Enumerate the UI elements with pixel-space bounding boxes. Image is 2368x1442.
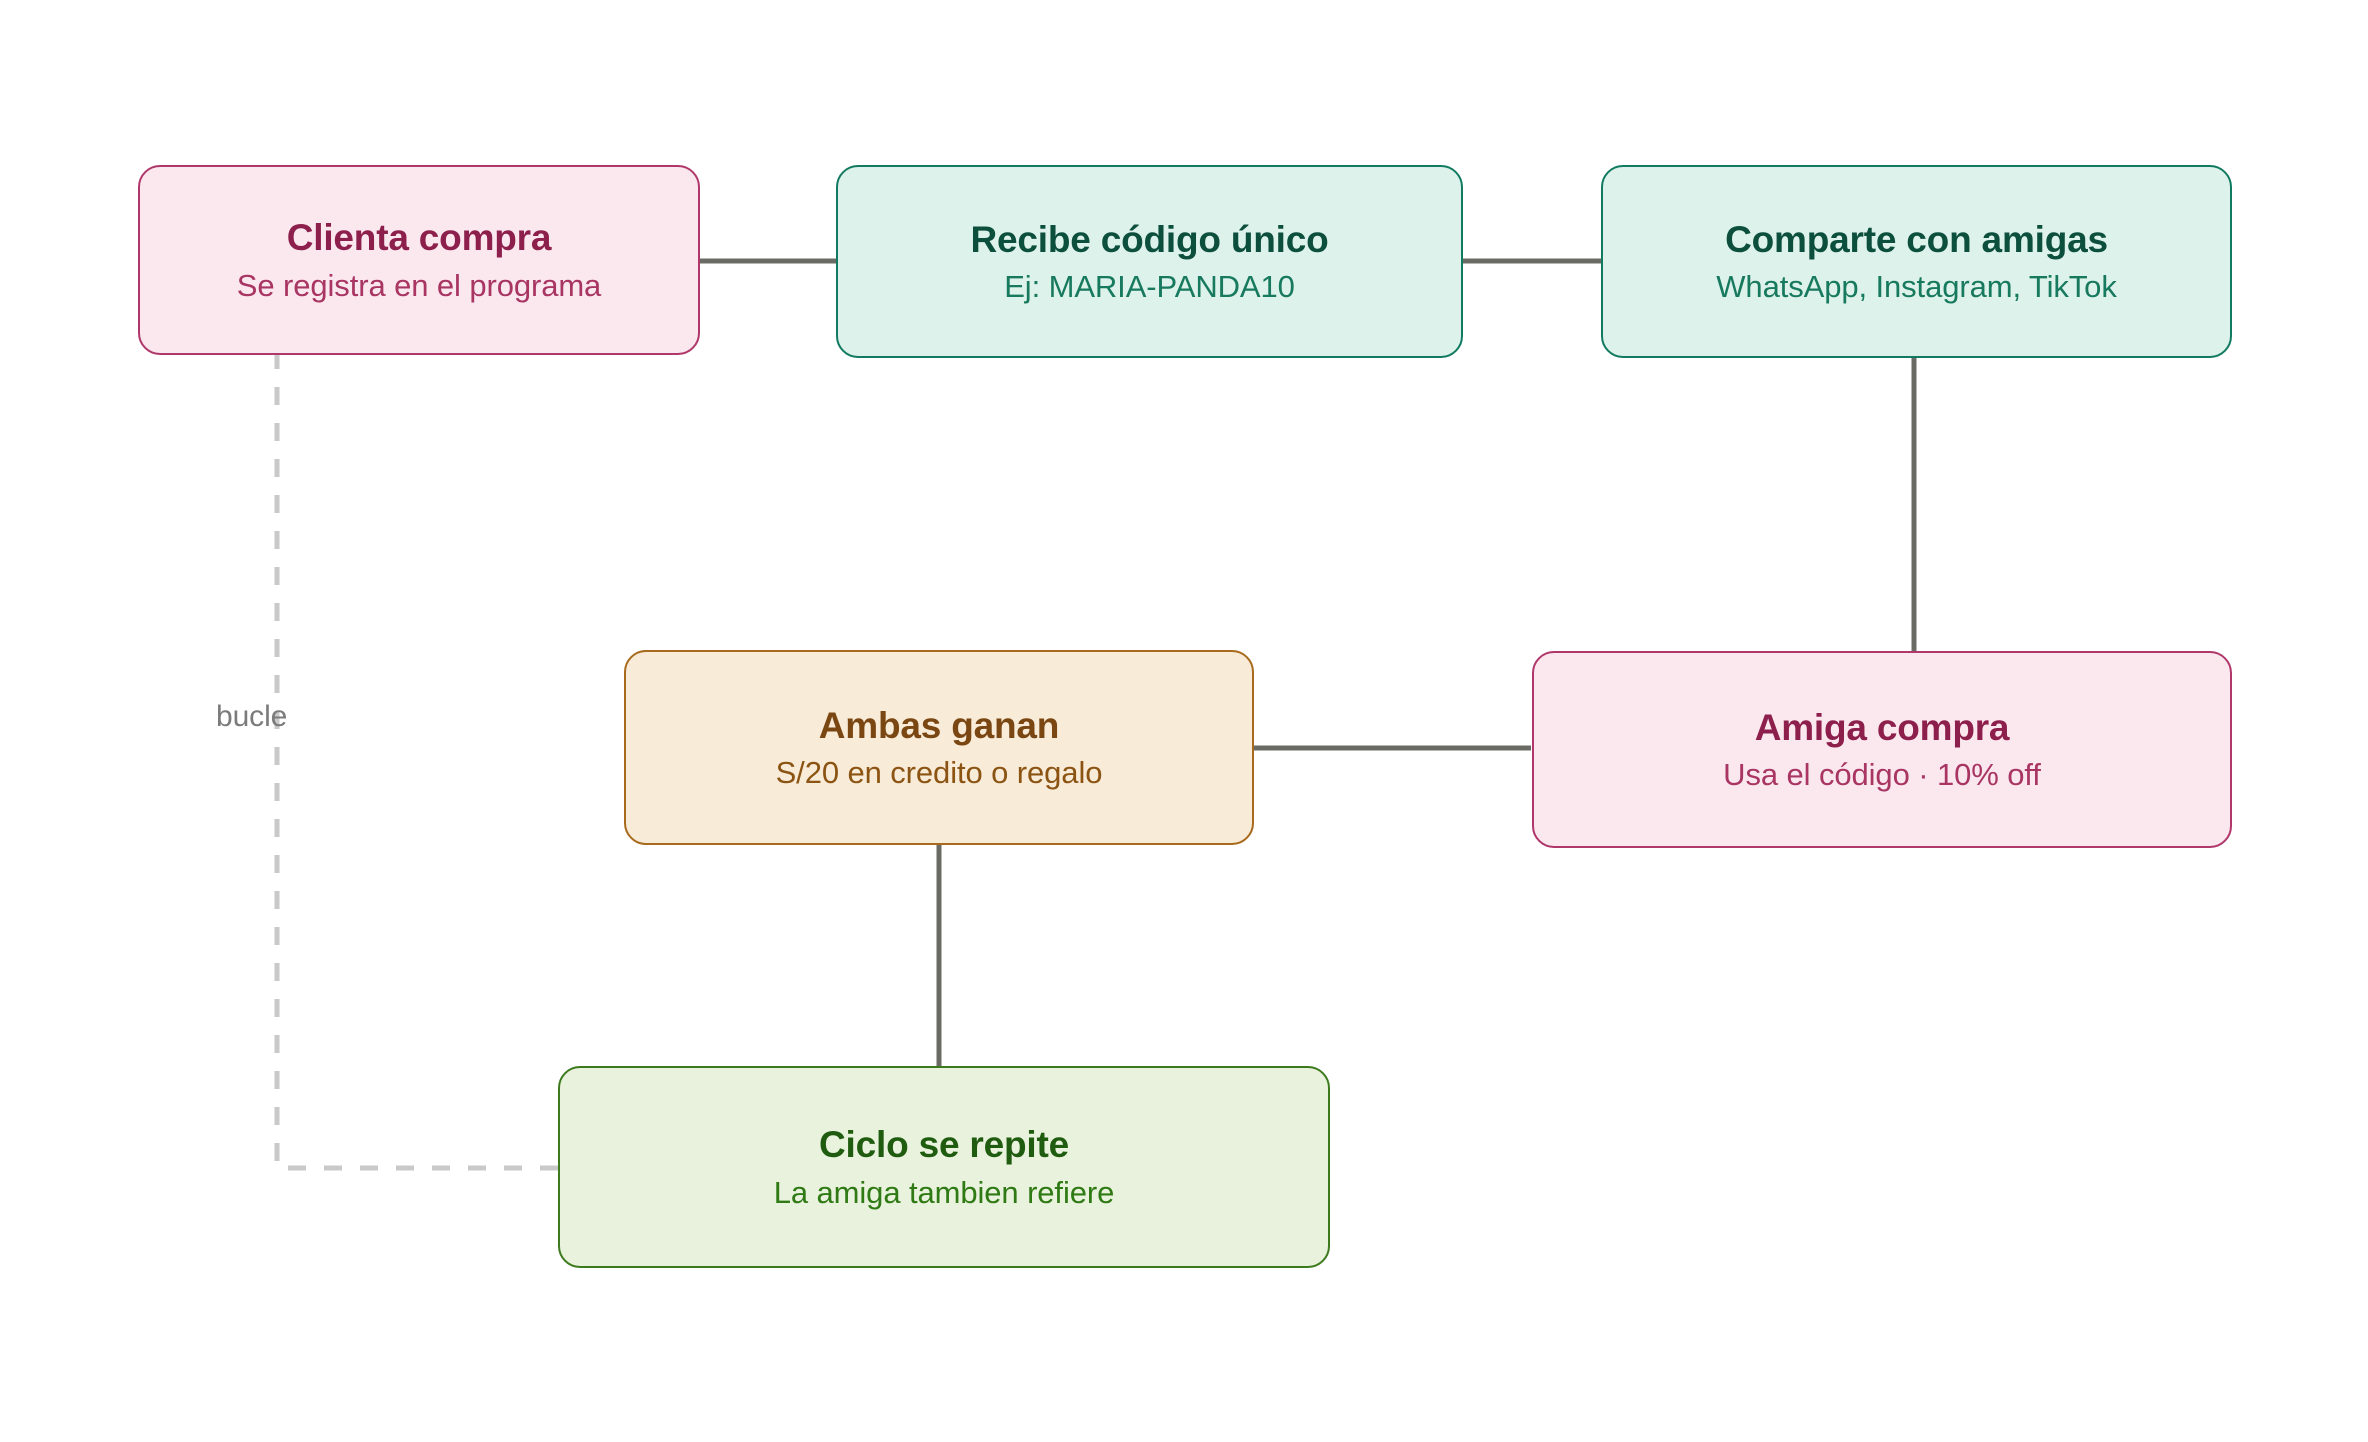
node-title: Recibe código único — [970, 218, 1329, 260]
loop-edge-label: bucle — [216, 700, 288, 733]
node-title: Clienta compra — [286, 217, 552, 259]
node-subtitle: Ej: MARIA-PANDA10 — [1004, 269, 1295, 305]
node-subtitle: WhatsApp, Instagram, TikTok — [1716, 269, 2117, 305]
node-subtitle: S/20 en credito o regalo — [775, 755, 1103, 791]
node-clienta-compra[interactable]: Clienta compra Se registra en el program… — [138, 165, 700, 355]
node-subtitle: Usa el código · 10% off — [1723, 757, 2041, 793]
node-ciclo-se-repite[interactable]: Ciclo se repite La amiga tambien refiere — [558, 1066, 1330, 1268]
node-amiga-compra[interactable]: Amiga compra Usa el código · 10% off — [1532, 651, 2232, 848]
node-recibe-codigo-unico[interactable]: Recibe código único Ej: MARIA-PANDA10 — [836, 165, 1463, 358]
edge-ciclo-to-clienta-loop — [138, 258, 558, 1171]
node-subtitle: La amiga tambien refiere — [773, 1174, 1115, 1210]
node-title: Amiga compra — [1754, 706, 2010, 748]
node-subtitle: Se registra en el programa — [236, 267, 602, 303]
node-title: Ambas ganan — [818, 704, 1060, 746]
node-ambas-ganan[interactable]: Ambas ganan S/20 en credito o regalo — [624, 650, 1254, 845]
node-comparte-con-amigas[interactable]: Comparte con amigas WhatsApp, Instagram,… — [1601, 165, 2232, 358]
node-title: Comparte con amigas — [1725, 218, 2108, 260]
node-title: Ciclo se repite — [819, 1124, 1069, 1166]
